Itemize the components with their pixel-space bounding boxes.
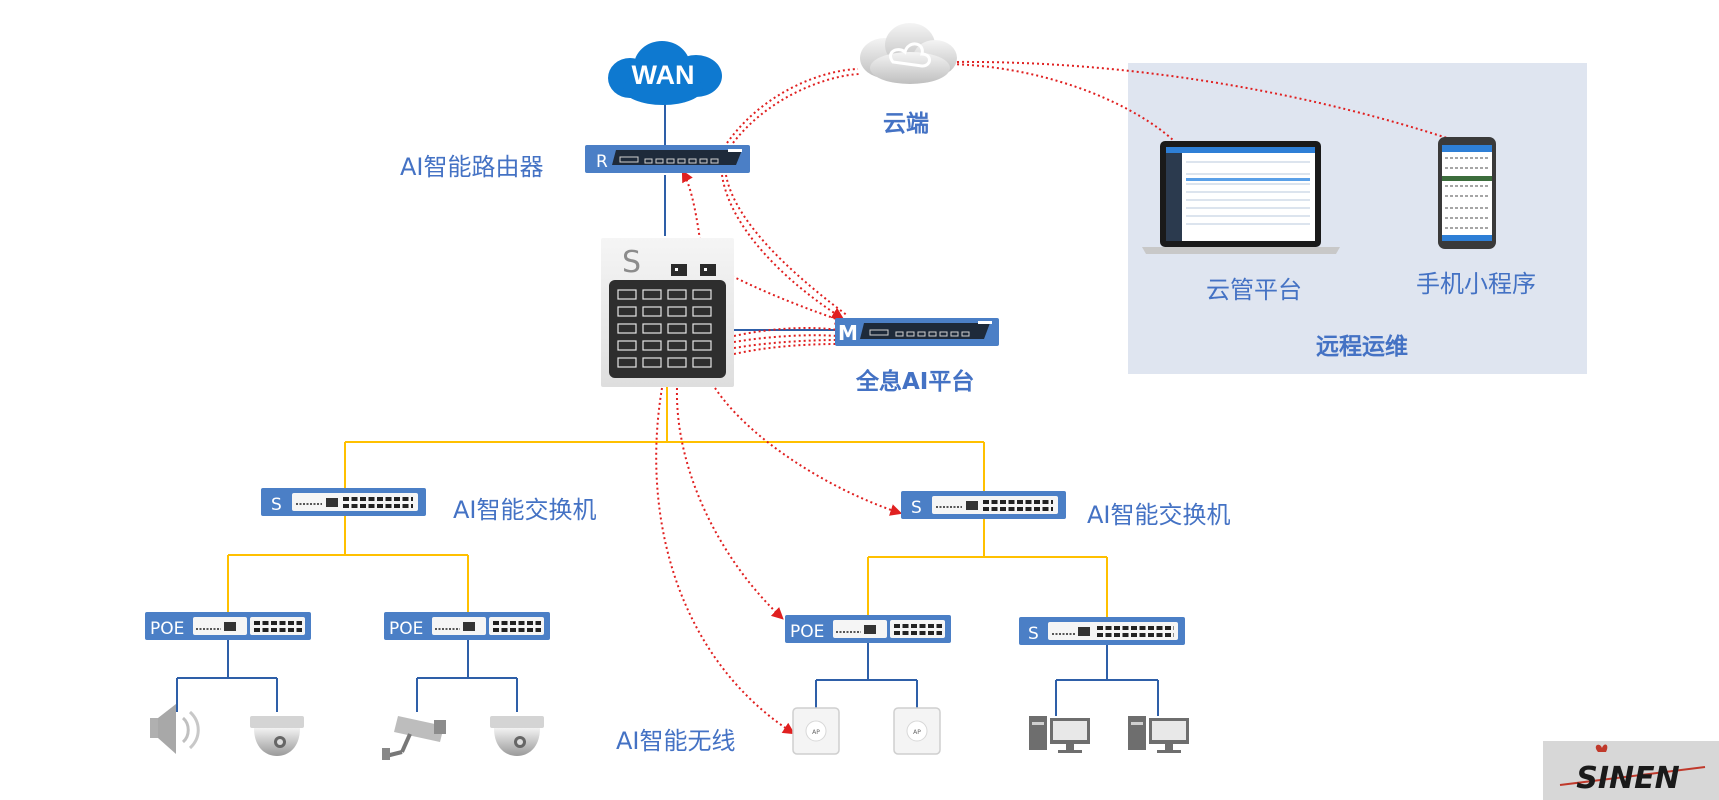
cloud-mgmt-label: 云管平台 — [1206, 276, 1302, 304]
desktop-pc-icon — [1128, 716, 1189, 753]
phone-icon — [1438, 137, 1496, 249]
left-switch-label: AI智能交换机 — [453, 496, 597, 524]
poe-switch-3-device — [785, 615, 951, 643]
router-badge: R — [596, 152, 608, 172]
ap-1-badge: AP — [812, 729, 820, 736]
core-switch-badge: S — [622, 245, 641, 280]
ai-platform-label: 全息AI平台 — [856, 369, 975, 395]
desktop-pc-icon — [1029, 716, 1090, 753]
wan-cloud-icon — [608, 41, 722, 105]
poe-switch-1-badge: POE — [150, 619, 184, 639]
management-flows — [655, 60, 1448, 735]
speaker-icon — [150, 704, 200, 754]
ap-icon — [792, 707, 840, 755]
left-ai-switch-badge: S — [271, 495, 282, 515]
mini-program-label: 手机小程序 — [1416, 270, 1536, 298]
cloud-label: 云端 — [883, 111, 929, 137]
poe-switch-2-badge: POE — [389, 619, 423, 639]
endpoint-lines — [176, 640, 1159, 716]
poe-switch-1-device — [145, 612, 311, 640]
right-ai-switch-device — [901, 491, 1066, 519]
laptop-icon — [1142, 141, 1340, 254]
remote-ops-title: 远程运维 — [1316, 334, 1408, 360]
trunk-lines — [227, 385, 1108, 617]
dome-camera-icon — [250, 716, 304, 756]
brand-wordmark: SINEN — [1576, 761, 1679, 796]
poe-switch-2-device — [384, 612, 550, 640]
ap-icon — [893, 707, 941, 755]
wireless-label: AI智能无线 — [616, 727, 736, 755]
cloud-icon — [860, 23, 957, 84]
router-label: AI智能路由器 — [400, 153, 544, 181]
wan-label: WAN — [632, 60, 695, 90]
ai-platform-device — [835, 318, 999, 346]
bullet-camera-icon — [382, 716, 446, 760]
left-ai-switch-device — [261, 488, 426, 516]
poe-switch-3-badge: POE — [790, 622, 824, 642]
access-switch-device — [1019, 617, 1185, 645]
router-device — [585, 145, 750, 173]
right-ai-switch-badge: S — [911, 498, 922, 518]
brand-logo: SINEN — [1543, 741, 1719, 800]
dome-camera-icon — [490, 716, 544, 756]
access-switch-badge: S — [1028, 624, 1039, 644]
core-switch-device — [601, 238, 734, 387]
ap-2-badge: AP — [913, 729, 921, 736]
ai-platform-badge: M — [838, 321, 858, 345]
right-switch-label: AI智能交换机 — [1087, 501, 1231, 529]
